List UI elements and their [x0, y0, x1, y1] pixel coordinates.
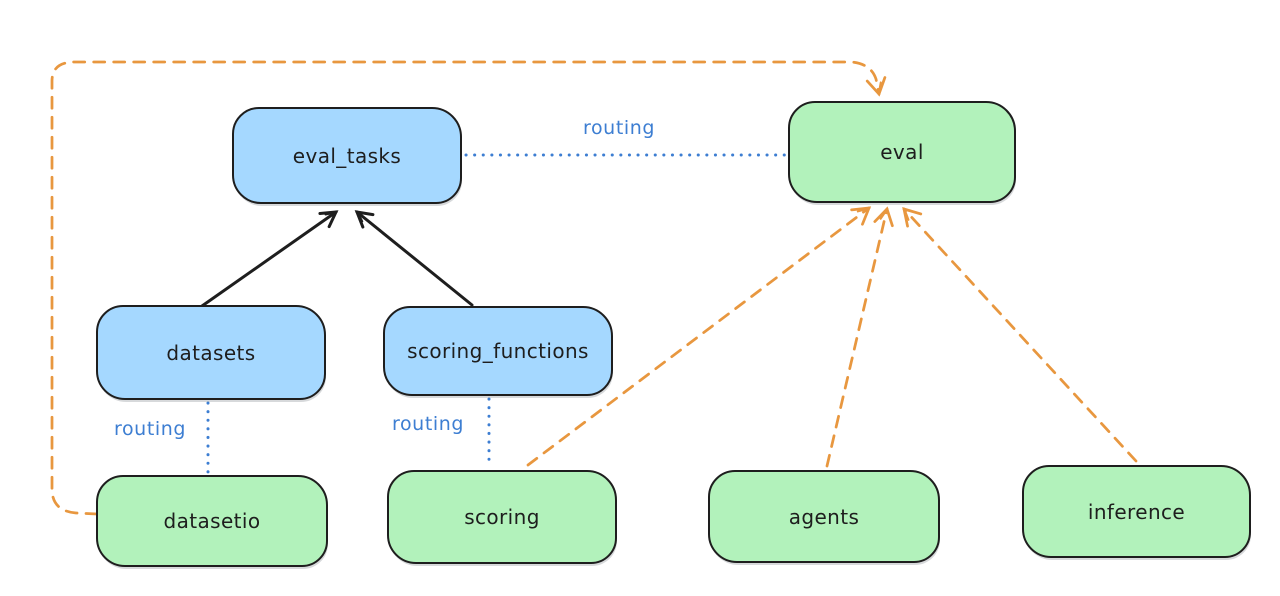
node-inference: inference	[1022, 465, 1251, 558]
node-label-datasets: datasets	[166, 340, 256, 365]
node-scoring-functions: scoring_functions	[383, 306, 613, 396]
label-routing-datasetio: routing	[113, 418, 187, 440]
edge-datasetio-to-eval	[50, 60, 887, 516]
node-label-scoring-functions: scoring_functions	[407, 339, 589, 363]
label-routing-scoring: routing	[391, 413, 465, 435]
label-routing-eval: routing	[582, 117, 656, 139]
edge-inference-to-eval	[902, 207, 1138, 463]
edge-scoring-to-eval	[526, 206, 872, 467]
node-label-agents: agents	[788, 504, 860, 529]
node-label-eval-tasks: eval_tasks	[292, 143, 402, 168]
node-datasets: datasets	[96, 305, 326, 400]
edge-agents-to-eval	[825, 206, 894, 468]
node-label-eval: eval	[880, 140, 924, 164]
edge-datasets-to-eval-tasks	[200, 212, 336, 308]
node-label-datasetio: datasetio	[163, 509, 261, 533]
node-label-scoring: scoring	[464, 505, 540, 529]
node-datasetio: datasetio	[96, 475, 328, 567]
node-eval: eval	[788, 101, 1016, 203]
node-agents: agents	[708, 470, 940, 563]
node-label-inference: inference	[1087, 499, 1186, 524]
node-scoring: scoring	[387, 470, 617, 564]
node-eval-tasks: eval_tasks	[232, 107, 462, 204]
edge-scoring-functions-to-eval-tasks	[357, 212, 474, 307]
